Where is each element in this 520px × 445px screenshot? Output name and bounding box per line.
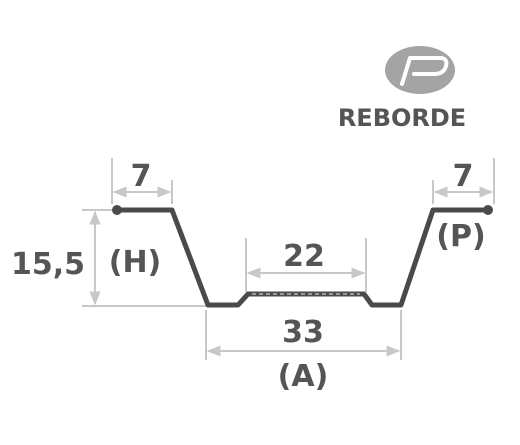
pitch-letter: (P) — [436, 219, 485, 254]
right-edge-dot — [483, 205, 493, 215]
trapezoid-profile — [112, 205, 493, 308]
brand-name: REBORDE — [338, 104, 466, 132]
dimension-arrows — [89, 186, 494, 357]
extension-lines — [82, 158, 495, 360]
left-flange-value: 7 — [131, 159, 152, 194]
height-value: 15,5 — [11, 247, 85, 282]
bottom-outer-value: 33 — [282, 315, 324, 350]
reborde-p-logo-icon — [385, 46, 455, 94]
height-letter: (H) — [109, 245, 162, 280]
right-flange-value: 7 — [453, 159, 474, 194]
left-edge-dot — [112, 205, 122, 215]
width-letter: (A) — [278, 359, 329, 394]
bottom-inner-value: 22 — [283, 239, 325, 274]
